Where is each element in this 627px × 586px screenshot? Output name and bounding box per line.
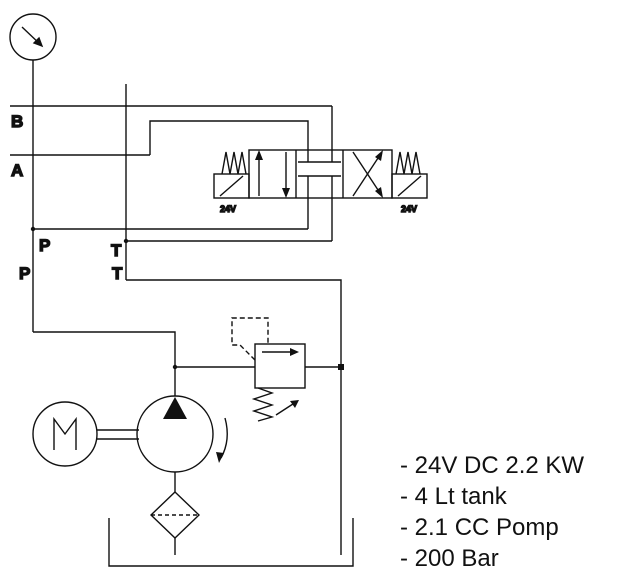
port-p-label-top: P xyxy=(39,236,50,255)
spec-item: - 24V DC 2.2 KW xyxy=(400,452,585,479)
spec-item: - 4 Lt tank xyxy=(400,483,507,510)
spec-item: - 2.1 CC Pomp xyxy=(400,514,559,541)
spec-item: - 200 Bar xyxy=(400,545,499,572)
tank-icon xyxy=(108,518,354,567)
left-solenoid-icon xyxy=(213,151,250,199)
pump-icon xyxy=(136,395,228,492)
spec-list: - 24V DC 2.2 KW - 4 Lt tank - 2.1 CC Pom… xyxy=(400,450,584,574)
port-a-label: A xyxy=(11,161,23,180)
tank-return-line xyxy=(126,279,342,555)
pump-pressure-line xyxy=(33,331,176,396)
port-t-label-bottom: T xyxy=(112,264,123,283)
motor-icon xyxy=(32,401,139,467)
pressure-gauge-icon xyxy=(9,13,57,61)
port-t-label-top: T xyxy=(111,241,122,260)
port-p-label-bottom: P xyxy=(19,264,30,283)
filter-icon xyxy=(149,491,201,555)
directional-control-valve xyxy=(248,149,393,199)
relief-valve xyxy=(231,317,306,422)
right-solenoid-icon xyxy=(391,151,428,199)
port-b-label: B xyxy=(11,112,23,131)
right-solenoid-voltage: 24V xyxy=(401,204,417,214)
left-solenoid-voltage: 24V xyxy=(220,204,236,214)
